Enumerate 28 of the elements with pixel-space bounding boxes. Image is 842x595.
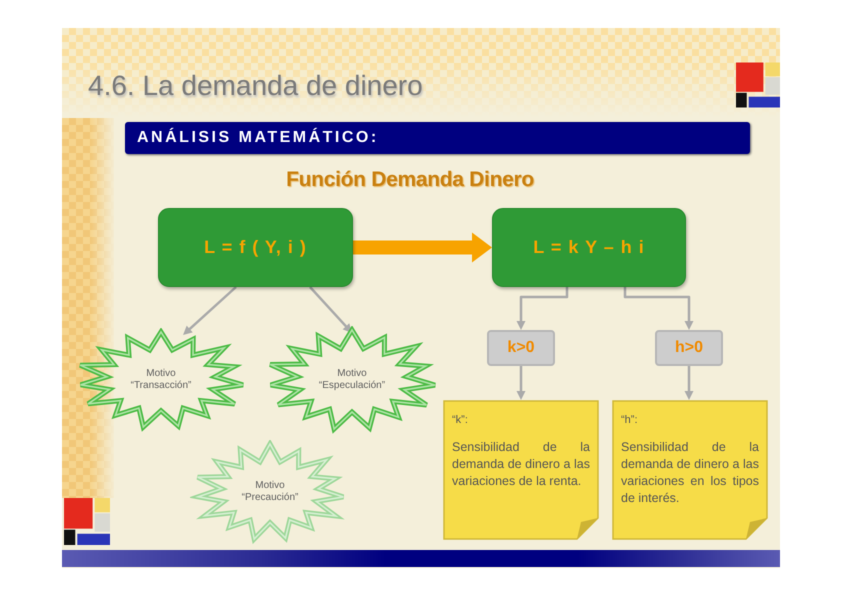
sticky-note	[612, 400, 768, 540]
formula-text: L = k Y – h i	[533, 237, 645, 258]
motive-label: Motivo “Transacción”	[130, 368, 192, 392]
parameter-symbol: “k”:	[452, 413, 468, 427]
note-text: Sensibilidad de la demanda de dinero a las variaciones de la renta.	[452, 439, 590, 490]
condition-text: k>0	[507, 339, 535, 357]
section-banner	[125, 122, 750, 154]
parameter-symbol: “h”:	[621, 413, 638, 427]
motive-label: Motivo “Especulación”	[318, 368, 386, 392]
connector-arrow	[183, 286, 237, 336]
block-arrow	[353, 232, 492, 262]
connector-arrow	[684, 366, 694, 400]
formula-box	[158, 208, 353, 287]
section-heading: ANÁLISIS MATEMÁTICO:	[137, 129, 379, 147]
connector-arrow	[516, 287, 568, 330]
diagram-heading: Función Demanda Dinero	[286, 168, 534, 192]
condition-text: h>0	[674, 339, 703, 357]
connector-arrow	[624, 287, 694, 330]
note-text: Sensibilidad de la demanda de dinero a las variaciones en los tipos de interés.	[621, 439, 759, 507]
condition-box	[655, 330, 723, 366]
formula-box	[492, 208, 686, 287]
slide-title: 4.6. La demanda de dinero	[88, 70, 423, 102]
connector-arrow	[516, 366, 526, 400]
motive-label: Motivo “Precaución”	[240, 480, 300, 504]
sticky-note	[443, 400, 599, 540]
condition-box	[487, 330, 555, 366]
connector-arrow	[309, 286, 352, 333]
formula-text: L = f ( Y, i )	[204, 237, 307, 258]
